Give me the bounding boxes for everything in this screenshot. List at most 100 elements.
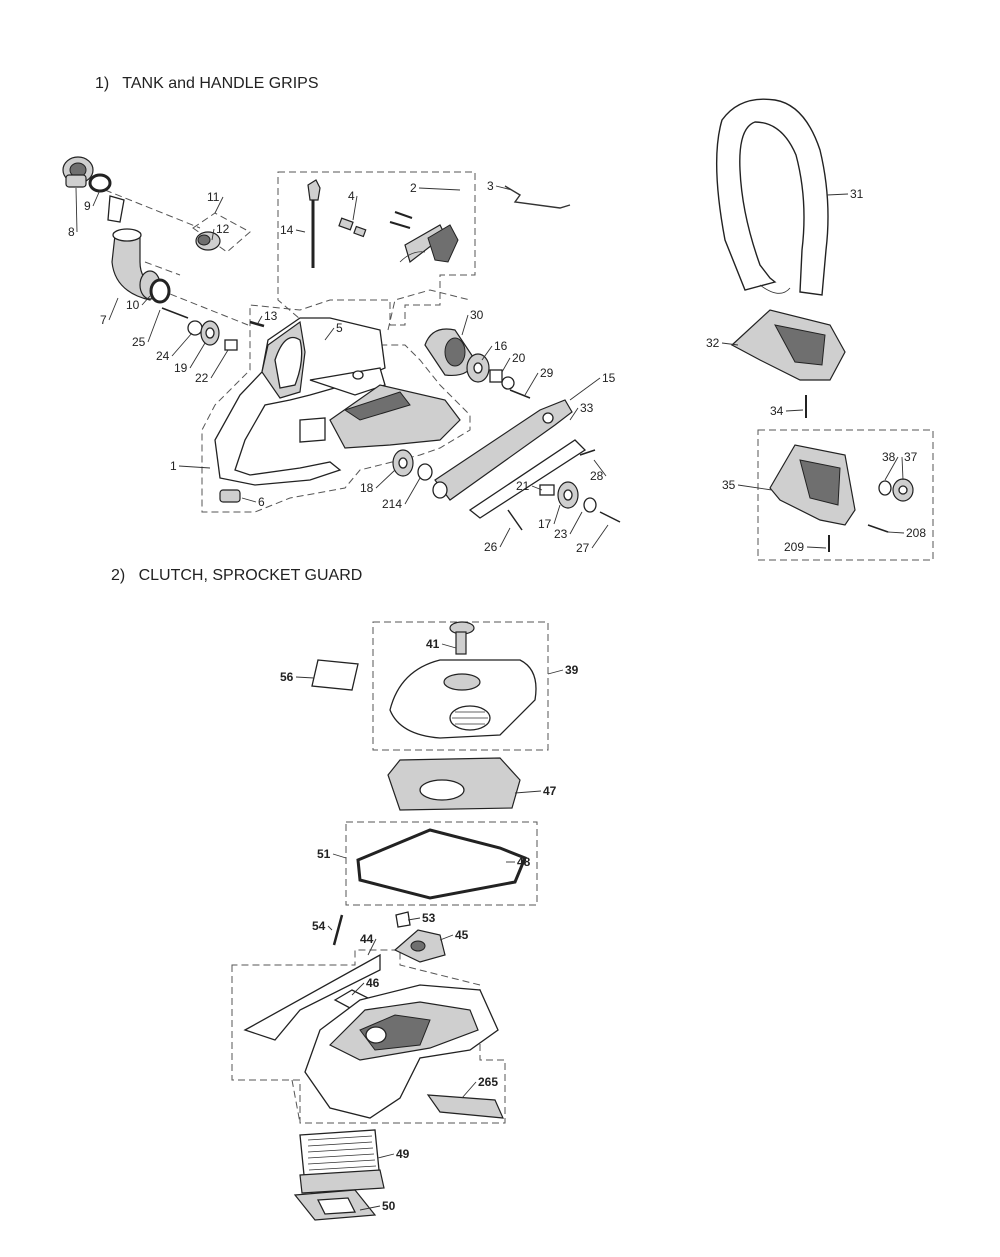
- callout-2: 2: [410, 181, 417, 195]
- part-44-flap: [243, 953, 381, 1041]
- leader-line-22: [210, 349, 229, 379]
- part-35-dashed-box: [757, 429, 934, 561]
- callout-7: 7: [100, 313, 107, 327]
- leader-line-32: [721, 342, 739, 346]
- callout-54: 54: [312, 919, 326, 933]
- leader-line-39: [547, 669, 564, 675]
- callout-10: 10: [126, 298, 140, 312]
- tank-assembly-dashed-outline: [201, 171, 476, 513]
- leader-line-214: [404, 477, 421, 505]
- leader-line-44: [367, 938, 377, 956]
- callout-18: 18: [360, 481, 374, 495]
- leader-line-30: [461, 314, 469, 336]
- callout-208: 208: [906, 526, 926, 540]
- leader-line-11: [214, 196, 224, 214]
- callout-3: 3: [487, 179, 494, 193]
- leader-line-2: [418, 187, 461, 191]
- part-54-screw: [332, 914, 344, 946]
- section-2-drawing: [231, 621, 549, 1221]
- callout-11: 11: [207, 190, 220, 204]
- leader-line-46: [351, 982, 365, 996]
- callout-25: 25: [132, 335, 146, 349]
- part-41-knob: [449, 621, 475, 655]
- leader-line-15: [569, 377, 601, 401]
- leader-line-33: [569, 407, 579, 421]
- part-39-cover: [389, 659, 537, 739]
- section-title-clutch-guard: 2) CLUTCH, SPROCKET GUARD: [111, 567, 363, 584]
- section-1-drawing: [62, 98, 934, 561]
- leader-line-18: [375, 469, 396, 489]
- callout-209: 209: [784, 540, 804, 554]
- callout-20: 20: [512, 351, 526, 365]
- leader-line-17: [553, 504, 561, 525]
- part-4-small-parts: [338, 217, 367, 238]
- part-50-filter-base: [293, 1189, 377, 1221]
- callout-53: 53: [422, 911, 436, 925]
- callout-14: 14: [280, 223, 294, 237]
- leader-line-13: [257, 315, 263, 324]
- leader-line-14: [295, 229, 306, 233]
- part-49-filter: [299, 1129, 385, 1194]
- part-15-bracket: [432, 399, 587, 519]
- leader-line-49: [377, 1153, 395, 1159]
- leader-line-208: [887, 531, 905, 534]
- callout-8: 8: [68, 225, 75, 239]
- callout-46: 46: [366, 976, 380, 990]
- callout-29: 29: [540, 366, 554, 380]
- callout-39: 39: [565, 663, 579, 677]
- callout-13: 13: [264, 309, 278, 323]
- callout-47: 47: [543, 784, 557, 798]
- leader-line-5: [324, 327, 335, 341]
- callout-24: 24: [156, 349, 170, 363]
- callout-214: 214: [382, 497, 402, 511]
- callout-4: 4: [348, 189, 355, 203]
- callout-6: 6: [258, 495, 265, 509]
- leader-line-21: [531, 485, 543, 491]
- leader-line-23: [569, 511, 583, 535]
- leader-line-8: [75, 187, 78, 233]
- part-3-wire: [504, 185, 571, 209]
- callout-37: 37: [904, 450, 918, 464]
- part-35-lower-mount: [769, 444, 914, 552]
- part-16-damper: [466, 353, 531, 399]
- part-56-label: [311, 659, 359, 691]
- part-45-bracket: [393, 929, 446, 963]
- leader-line-12: [211, 228, 215, 241]
- leader-line-41: [441, 643, 457, 649]
- callout-27: 27: [576, 541, 590, 555]
- part-51-dashed-box: [345, 821, 538, 906]
- part-31-handle-bar: [715, 98, 829, 296]
- part-12-grommet: [195, 231, 221, 251]
- leader-line-10: [141, 295, 151, 306]
- part-1-tank-housing: [214, 317, 461, 486]
- part-39-dashed-box: [372, 621, 549, 751]
- leader-line-6: [241, 497, 257, 503]
- leader-line-47: [514, 790, 542, 794]
- leader-line-50: [359, 1205, 381, 1211]
- callout-23: 23: [554, 527, 568, 541]
- part-17-damper: [507, 449, 621, 531]
- part-53-clip: [395, 911, 411, 928]
- leader-line-265: [461, 1081, 477, 1099]
- leader-line-51: [332, 853, 347, 859]
- callout-9: 9: [84, 199, 91, 213]
- callout-12: 12: [216, 222, 230, 236]
- leader-line-35: [737, 484, 773, 491]
- lower-housing-dashed-outline: [231, 949, 506, 1124]
- leader-line-34: [785, 409, 804, 412]
- leader-line-29: [524, 372, 539, 396]
- leader-line-45: [439, 934, 454, 941]
- callout-44: 44: [360, 932, 374, 946]
- leader-line-3: [495, 185, 513, 191]
- callout-35: 35: [722, 478, 736, 492]
- callout-265: 265: [478, 1075, 498, 1089]
- callout-19: 19: [174, 361, 188, 375]
- part-265-label: [426, 1094, 504, 1119]
- leader-line-16: [481, 345, 493, 361]
- part-7-elbow: [111, 228, 171, 304]
- callout-34: 34: [770, 404, 784, 418]
- callout-33: 33: [580, 401, 594, 415]
- leader-line-4: [352, 195, 358, 221]
